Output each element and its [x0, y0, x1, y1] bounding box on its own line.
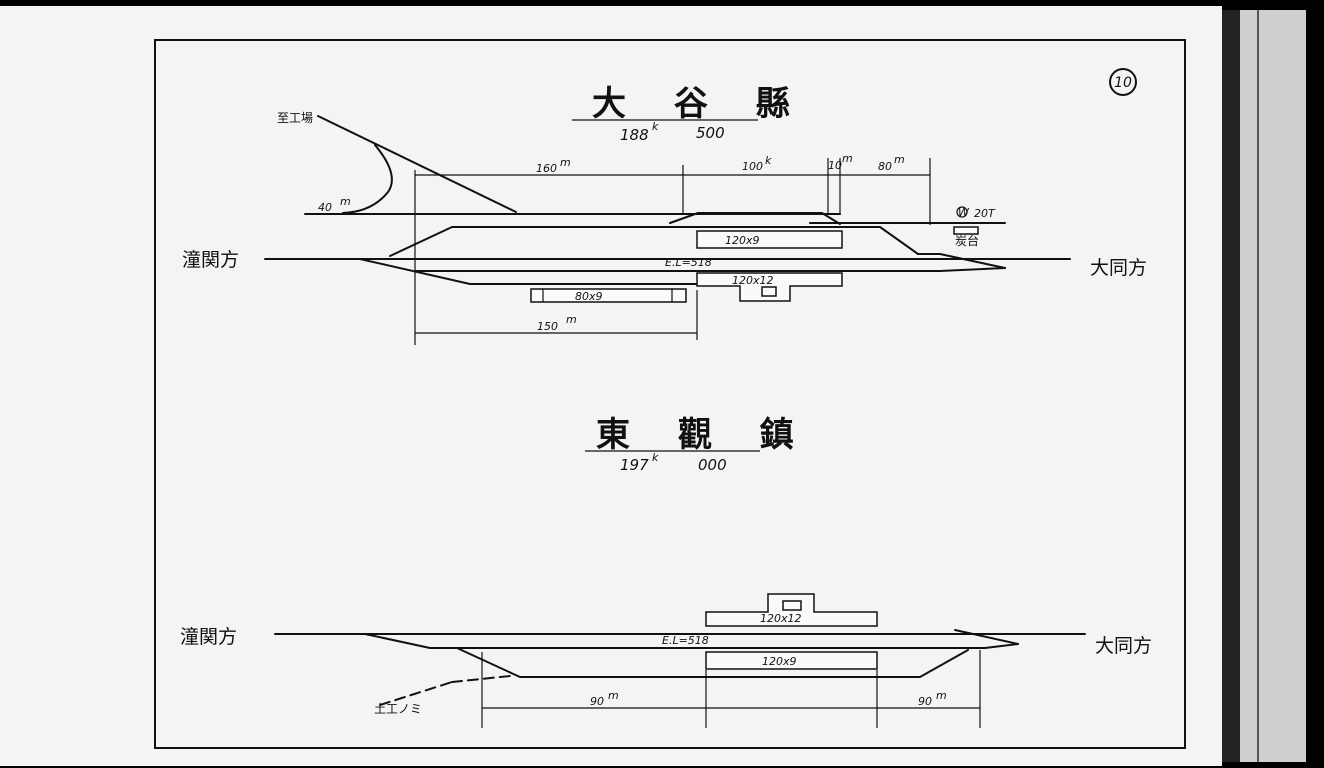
station2-platform-b [705, 651, 878, 670]
station2-platform-a-label: 120x12 [760, 612, 802, 625]
station2-title: 東 觀 鎮 [596, 415, 812, 455]
paper-sheet [0, 6, 1222, 766]
page-number-circle [1109, 68, 1137, 96]
station1-platform-a [696, 230, 843, 249]
station1-coal-label: 炭台 [955, 233, 979, 248]
station2-spur-track-end [379, 681, 453, 706]
station1-km: 188 [620, 126, 649, 144]
station1-coal-stage [953, 226, 979, 235]
station1-dim-80: 80 [878, 160, 892, 173]
station1-loop-lower-right [414, 267, 1006, 272]
next-page-edge [1240, 10, 1306, 762]
station1-dim-150: 150 [537, 320, 558, 333]
station1-title: 大 谷 縣 [592, 84, 808, 124]
station1-dir-right: 大同方 [1090, 257, 1147, 279]
station2-loop-main-right [954, 629, 1019, 645]
page-number: 10 [1114, 75, 1132, 91]
station2-loop-lower [456, 647, 969, 678]
station1-siding-label: 至工場 [277, 111, 313, 125]
station2-km-sup: k [652, 451, 659, 464]
station1-curve-radius: 40 [318, 201, 332, 214]
station1-dir-left: 潼関方 [182, 249, 239, 271]
station2-dir-left: 潼関方 [180, 626, 237, 648]
station2-dir-right: 大同方 [1095, 635, 1152, 657]
station1-elevation: E.L=518 [665, 256, 712, 269]
station1-m: 500 [696, 124, 725, 142]
station1-dim-10: 10 [828, 159, 842, 172]
station1-dim-10-unit: m [842, 152, 853, 165]
station1-dim-160: 160 [536, 162, 557, 175]
station1-dim-150-unit: m [566, 313, 577, 326]
station1-platform-c [530, 288, 687, 303]
station1-loop-lower [359, 258, 701, 285]
station1-factory-siding [317, 115, 517, 213]
station1-siding-curve [342, 144, 393, 214]
drawing-frame [154, 39, 1186, 749]
station2-dim-left: 90 [590, 695, 604, 708]
station1-water-symbol: W [958, 206, 970, 219]
station2-spur-track [451, 675, 511, 683]
station2-station-building [782, 600, 802, 611]
station2-elevation: E.L=518 [662, 634, 709, 647]
binding-edge [1222, 10, 1240, 762]
station1-dim-160-unit: m [560, 156, 571, 169]
station2-dim-right-unit: m [936, 689, 947, 702]
station2-km: 197 [620, 456, 649, 474]
station2-m: 000 [698, 456, 727, 474]
station1-dim-80-unit: m [894, 153, 905, 166]
station2-platform-b-label: 120x9 [762, 655, 797, 668]
station2-dim-left-unit: m [608, 689, 619, 702]
station1-water-tank-icon [956, 206, 968, 218]
station1-dim-100: 100 [742, 160, 763, 173]
station2-loop-upper [364, 633, 1019, 649]
station2-dim-right: 90 [918, 695, 932, 708]
station1-island-track [669, 212, 841, 225]
station1-loop-upper [389, 226, 919, 257]
station1-water-capacity: 20T [974, 207, 996, 220]
station1-km-sup: k [652, 120, 659, 133]
station1-loop-main-right [917, 253, 1006, 269]
station1-station-building [761, 286, 777, 297]
station2-spur-label: 土工ノミ [374, 702, 422, 716]
station1-platform-a-label: 120x9 [725, 234, 760, 247]
station1-platform-b-label: 120x12 [732, 274, 774, 287]
station1-curve-unit: m [340, 195, 351, 208]
station1-platform-c-label: 80x9 [575, 290, 603, 303]
station1-dim-100-unit: k [765, 154, 772, 167]
